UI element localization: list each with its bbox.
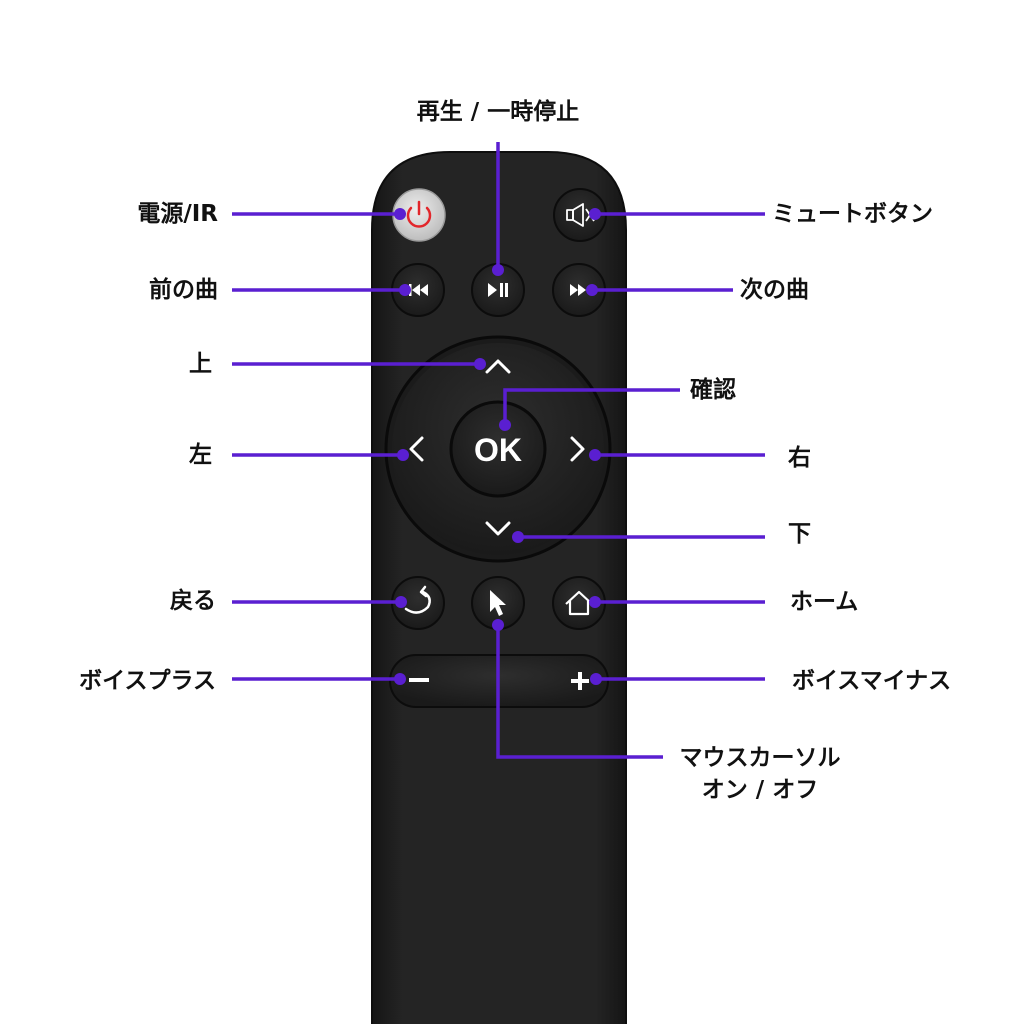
label-play-pause: 再生 / 一時停止 [416,99,580,125]
chevron-down-icon [485,521,511,536]
label-down: 下 [788,521,811,547]
ok-button-label: OK [474,432,522,468]
play-pause-icon [488,283,508,297]
chevron-left-icon [409,436,424,462]
leader-dots [394,208,602,685]
label-back: 戻る [170,588,216,614]
voice-minus-button[interactable] [409,678,429,682]
label-mute: ミュートボタン [772,201,933,227]
label-mouse-line2: オン / オフ [701,777,819,803]
chevron-up-icon [485,359,511,374]
leader-mouse [496,625,663,759]
chevron-right-icon [570,436,585,462]
label-left: 左 [189,442,212,468]
label-mouse: マウスカーソル オン / オフ [660,742,860,806]
label-up: 上 [189,351,212,377]
label-next: 次の曲 [740,277,809,303]
label-mouse-line1: マウスカーソル [679,745,841,771]
dpad-left[interactable] [409,436,424,462]
fast-forward-icon [570,284,586,296]
label-voice-plus: ボイスプラス [79,668,216,694]
back-arrow-icon [404,585,431,614]
label-voice-minus: ボイスマイナス [792,668,952,694]
dpad-down[interactable] [485,521,511,536]
home-icon [565,590,593,616]
label-ok-confirm: 確認 [690,377,736,403]
voice-plus-button[interactable] [571,672,589,690]
leader-ok [503,388,680,425]
back-button[interactable] [391,576,445,630]
label-home: ホーム [790,589,859,615]
label-right: 右 [788,445,811,471]
ok-button[interactable]: OK [449,400,547,498]
cursor-arrow-icon [490,590,506,616]
power-icon [406,200,432,228]
leader-lines [232,142,765,759]
label-power: 電源/IR [137,201,218,227]
label-prev: 前の曲 [149,277,218,303]
dpad-up[interactable] [485,359,511,374]
dpad-right[interactable] [570,436,585,462]
